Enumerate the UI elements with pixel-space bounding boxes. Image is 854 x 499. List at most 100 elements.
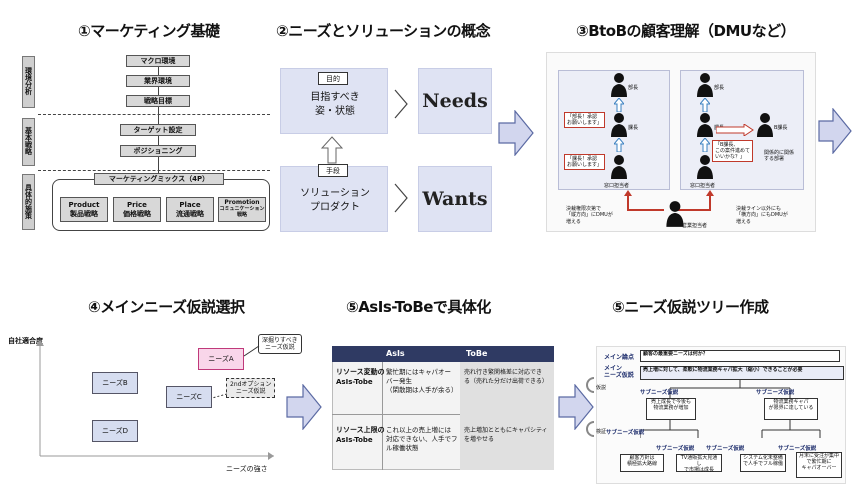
- price-strategy-label: 価格戦略: [123, 209, 151, 218]
- need-a-box: ニーズA: [198, 348, 244, 370]
- sub-need-label-2: サブニーズ仮説: [756, 390, 795, 396]
- person-icon: [757, 113, 773, 137]
- strategic-goal-box: 戦略目標: [126, 95, 190, 107]
- flow-arrow-icon: [498, 110, 534, 156]
- cycle-arrow-icon: [586, 377, 595, 393]
- sales-person-icon: [666, 201, 684, 227]
- hypothesis-marker: 仮説: [596, 385, 607, 391]
- purpose-tag: 目的: [318, 72, 348, 85]
- row1-asis: 繁忙期にはキャパオー バー発生 （閑散期は人手が余る）: [386, 368, 458, 395]
- product-strategy-box: Product 製品戦略: [60, 197, 108, 222]
- price-label: Price: [127, 201, 147, 210]
- side-label-environment: 環境分析: [22, 56, 35, 108]
- means-text: ソリューション プロダクト: [300, 188, 370, 213]
- question-bubble: 「B課長、 この案件進めて いいかな？」: [712, 140, 754, 162]
- deep-dive-callout: 深掘りすべき ニーズ仮説: [258, 334, 302, 355]
- place-strategy-label: 流通戦略: [176, 209, 204, 218]
- section-title-main-needs: ④メインニーズ仮説選択: [88, 298, 245, 316]
- wants-label: Wants: [422, 188, 488, 210]
- callout-pointer: [243, 345, 260, 357]
- purpose-text: 目指すべき 姿・状態: [310, 92, 360, 117]
- flow-arrow-icon: [286, 384, 322, 430]
- person-icon: [697, 155, 713, 179]
- up-arrow-icon: [614, 98, 624, 112]
- price-strategy-box: Price 価格戦略: [113, 197, 161, 222]
- up-arrow-icon: [321, 136, 343, 164]
- sub-need-box-3c: システム化未整備 で人手でフル稼働: [740, 454, 786, 472]
- sub-need-label-5: サブニーズ仮説: [706, 446, 745, 452]
- up-arrow-icon: [700, 138, 710, 152]
- person-icon: [611, 73, 627, 97]
- place-strategy-box: Place 流通戦略: [166, 197, 214, 222]
- horizontal-dmu-note: 決裁ライン以外にも 「横方向」にもDMUが 増える: [736, 206, 788, 225]
- role-b-manager: B課長: [774, 125, 788, 131]
- verification-marker: 検証: [596, 429, 607, 435]
- person-icon: [611, 155, 627, 179]
- macro-environment-box: マクロ環境: [126, 55, 190, 67]
- needs-card: Needs: [418, 68, 492, 134]
- promotion-label: Promotion: [224, 199, 260, 207]
- row-divider: [332, 414, 554, 415]
- role-contact-left: 窓口担当者: [604, 183, 630, 189]
- related-department-label: 関係的に関係 する部署: [764, 150, 795, 162]
- sub-need-label-3: サブニーズ仮説: [606, 430, 645, 436]
- sub-need-box-1: 売上成長で今後も 物流業務が増加: [646, 398, 696, 420]
- cycle-arrow-icon: [586, 421, 595, 437]
- tree-connectors: [640, 380, 821, 438]
- side-label-strategy: 基本戦略: [22, 118, 35, 166]
- need-c-box: ニーズC: [166, 386, 212, 408]
- promotion-strategy-box: Promotion コミュニケーション戦略: [218, 197, 266, 222]
- section-title-needs-solution: ②ニーズとソリューションの概念: [276, 22, 491, 40]
- role-contact-right: 窓口担当者: [690, 183, 716, 189]
- header-tobe: ToBe: [466, 349, 488, 358]
- role-manager-left: 課長: [628, 125, 639, 131]
- section-title-asis-tobe: ⑤AsIs-ToBeで具体化: [346, 298, 491, 316]
- marketing-mix-box: マーケティングミックス（4P）: [94, 173, 224, 185]
- sub-need-label-6: サブニーズ仮説: [778, 446, 817, 452]
- table-header-row: [332, 346, 554, 362]
- promotion-strategy-label: コミュニケーション戦略: [219, 206, 265, 218]
- vertical-dmu-note: 決裁権限次第で 「縦方向」にDMUが 増える: [566, 206, 613, 225]
- need-d-box: ニーズD: [92, 420, 138, 442]
- main-question-box: 顧客の最重要ニーズは何か？: [640, 350, 840, 362]
- section-title-btob-dmu: ③BtoBの顧客理解（DMUなど）: [576, 22, 796, 40]
- section-title-needs-tree: ⑤ニーズ仮説ツリー作成: [612, 298, 769, 316]
- flow-arrow-icon: [818, 108, 852, 154]
- sales-rep-label: 営業担当者: [682, 223, 708, 229]
- means-tag: 手段: [318, 164, 348, 177]
- sub-need-box-3d: 月末に受注が集中 で繁忙期に キャパオーバー: [796, 452, 842, 478]
- x-axis-label: ニーズの強さ: [226, 465, 268, 473]
- row1-label: リソース変動の AsIs-Tobe: [336, 368, 385, 386]
- person-icon: [697, 113, 713, 137]
- wants-card: Wants: [418, 166, 492, 232]
- up-arrow-icon: [700, 98, 710, 112]
- sub-need-box-2: 物流業務キャパ が限界に達している: [764, 398, 818, 420]
- flow-connector: [158, 61, 159, 181]
- right-arrow-icon: [716, 124, 754, 136]
- sub-need-box-3b: TV通販拡大見通し で市場は成長: [676, 454, 722, 472]
- main-issue-label: メイン論点: [604, 354, 635, 361]
- chevron-right-icon: [394, 89, 408, 119]
- need-b-box: ニーズB: [92, 372, 138, 394]
- row2-label: リソース上限の AsIs-Tobe: [336, 426, 385, 444]
- divider-line: [38, 114, 270, 115]
- role-director-right: 部長: [714, 85, 725, 91]
- chevron-right-icon: [394, 183, 408, 213]
- divider-line: [38, 170, 270, 171]
- product-label: Product: [68, 201, 100, 210]
- second-option-callout: 2ndオプション ニーズ仮説: [226, 378, 276, 399]
- place-label: Place: [179, 201, 201, 210]
- connector-arrows-icon: [624, 190, 714, 211]
- callout-pointer: [211, 393, 228, 399]
- side-label-tactics: 具体的施策: [22, 174, 35, 230]
- positioning-box: ポジショニング: [120, 145, 196, 157]
- row2-asis: これ以上の売上増には 対応できない、人手でフ ル稼働状態: [386, 426, 458, 453]
- industry-environment-box: 業界環境: [126, 75, 190, 87]
- matrix-axes: [36, 340, 274, 460]
- flow-arrow-icon: [558, 384, 594, 430]
- person-icon: [611, 113, 627, 137]
- role-director-left: 部長: [628, 85, 639, 91]
- y-axis-label: 自社適合度: [8, 337, 43, 345]
- main-need-box: 売上増に対して、柔軟に物流業務キャパ拡大（縮小）できることが必要: [640, 366, 844, 380]
- person-icon: [697, 73, 713, 97]
